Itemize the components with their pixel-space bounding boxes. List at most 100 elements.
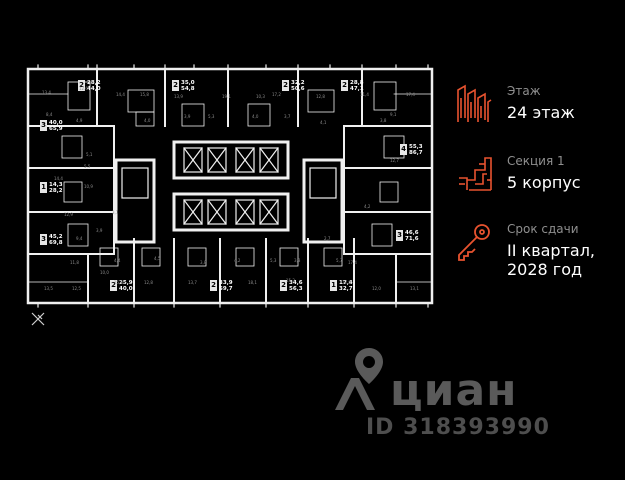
room-area-label: 12,0 <box>372 286 381 291</box>
living-area: 14,3 <box>49 182 63 188</box>
room-count-badge: 3 <box>40 234 47 245</box>
room-area-label: 3,7 <box>284 114 291 119</box>
room-count-badge: 2 <box>172 80 179 91</box>
key-icon <box>458 224 490 261</box>
floor-plan-drawing <box>26 64 434 308</box>
room-area-label: 13,9 <box>174 94 183 99</box>
section-value: 5 корпус <box>507 173 581 192</box>
room-area-label: 5,3 <box>208 114 215 119</box>
room-area-label: 11,8 <box>70 260 79 265</box>
total-area: 44,0 <box>87 86 101 92</box>
total-area: 54,8 <box>181 86 195 92</box>
room-area-label: 4,1 <box>320 120 327 125</box>
room-area-label: 3,9 <box>96 228 103 233</box>
room-area-label: 4,5 <box>154 256 161 261</box>
living-area: 28,2 <box>87 80 101 86</box>
room-area-label: 15,8 <box>140 92 149 97</box>
room-area-label: 4,0 <box>252 114 259 119</box>
room-area-label: 11,4 <box>360 92 369 97</box>
room-area-label: 12,7 <box>390 158 399 163</box>
living-area: 28,8 <box>350 80 364 86</box>
room-area-label: 4,4 <box>114 258 121 263</box>
room-area-label: 12,8 <box>342 280 351 285</box>
room-area-label: 14,4 <box>54 176 63 181</box>
room-area-label: 14,4 <box>116 92 125 97</box>
total-area: 86,7 <box>409 150 423 156</box>
room-area-label: 5,5 <box>84 164 91 169</box>
room-area-label: 18,1 <box>248 280 257 285</box>
room-count-badge: 2 <box>280 280 287 291</box>
deadline-value-line2: 2028 год <box>507 260 583 279</box>
total-area: 28,2 <box>49 188 63 194</box>
living-area: 33,9 <box>219 280 233 286</box>
section-building-icon <box>459 157 492 191</box>
watermark-id: ID 318393990 <box>366 415 550 440</box>
room-area-label: 3,9 <box>184 114 191 119</box>
floor-stack-icon <box>457 84 492 122</box>
total-area: 65,9 <box>49 126 63 132</box>
living-area: 46,6 <box>405 230 419 236</box>
room-area-label: 13,5 <box>44 286 53 291</box>
room-area-label: 17,4 <box>406 92 415 97</box>
room-count-badge: 3 <box>40 120 47 131</box>
room-area-label: 15,3 <box>286 278 295 283</box>
deadline-value-line1: II квартал, <box>507 241 596 260</box>
room-count-badge: 1 <box>40 182 47 193</box>
room-area-label: 15,5 <box>114 280 123 285</box>
room-area-label: 12,5 <box>72 286 81 291</box>
room-area-label: 13,4 <box>42 90 51 95</box>
room-area-label: 10,0 <box>100 270 109 275</box>
room-area-label: 4,2 <box>234 258 241 263</box>
room-area-label: 13,1 <box>410 286 419 291</box>
watermark-brand: циан <box>390 365 518 416</box>
total-area: 32,7 <box>339 286 353 292</box>
room-area-label: 3,8 <box>200 260 207 265</box>
room-area-label: 10,3 <box>256 94 265 99</box>
total-area: 40,0 <box>119 286 133 292</box>
room-count-badge: 2 <box>78 80 85 91</box>
room-area-label: 17,4 <box>348 260 357 265</box>
room-area-label: 8,4 <box>46 112 53 117</box>
living-area: 45,2 <box>49 234 63 240</box>
deadline-label: Срок сдачи <box>507 222 579 236</box>
room-area-label: 12,8 <box>144 280 153 285</box>
room-area-label: 9,1 <box>390 112 397 117</box>
room-area-label: 3,1 <box>112 210 119 215</box>
location-pin-icon <box>335 348 383 410</box>
room-area-label: 12,8 <box>316 94 325 99</box>
room-area-label: 5,3 <box>270 258 277 263</box>
room-area-label: 4,2 <box>364 204 371 209</box>
total-area: 71,6 <box>405 236 419 242</box>
total-area: 56,3 <box>289 286 303 292</box>
living-area: 32,2 <box>291 80 305 86</box>
room-area-label: 2,7 <box>324 236 331 241</box>
room-area-label: 17,2 <box>272 92 281 97</box>
room-area-label: 3,8 <box>380 118 387 123</box>
room-count-badge: 3 <box>396 230 403 241</box>
room-area-label: 13,7 <box>188 280 197 285</box>
section-label: Секция 1 <box>507 154 565 168</box>
room-count-badge: 2 <box>110 280 117 291</box>
room-area-label: 3,3 <box>294 258 301 263</box>
